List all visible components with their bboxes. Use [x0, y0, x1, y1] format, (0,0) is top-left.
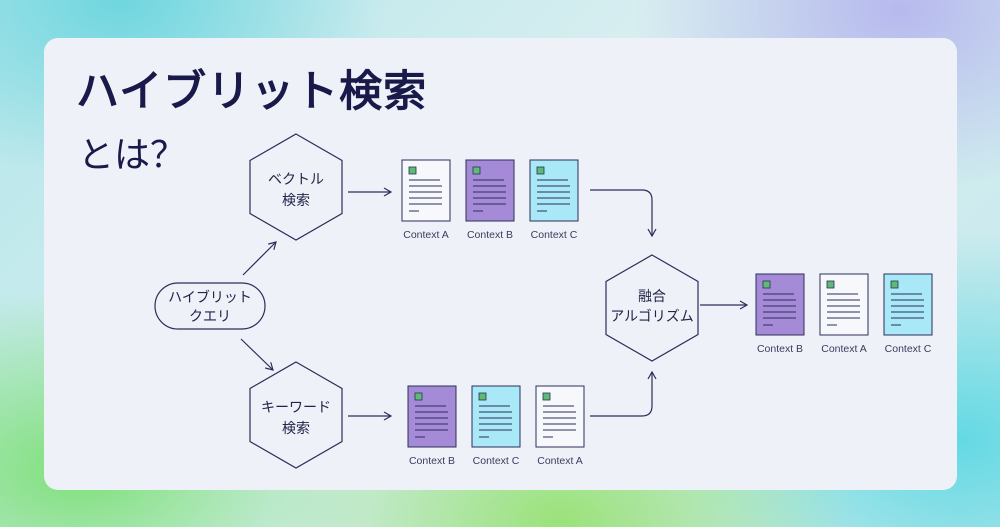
- fusion-label-line1: 融合: [638, 289, 666, 305]
- fusion-label-line2: アルゴリズム: [610, 308, 694, 325]
- fused-result-doc-label: Context A: [821, 343, 867, 355]
- doc-thumbnail-icon: [762, 280, 771, 289]
- vector-search-node: ベクトル 検索: [249, 133, 343, 241]
- fused-result-doc-2: Context A: [819, 273, 869, 355]
- keyword-result-doc-label: Context C: [473, 455, 520, 467]
- keyword-label-line1: キーワード: [261, 400, 331, 416]
- fused-result-doc-label: Context B: [757, 343, 803, 355]
- vector-result-doc-label: Context B: [467, 229, 513, 241]
- vector-result-doc-3: Context C: [529, 159, 579, 241]
- hybrid-query-node: ハイブリット クエリ: [154, 282, 266, 330]
- query-label-line2: クエリ: [189, 309, 231, 325]
- fused-results-group: Context B Context A Context C: [755, 273, 933, 355]
- page-title: ハイブリット検索: [76, 67, 428, 117]
- doc-thumbnail-icon: [472, 166, 481, 175]
- vector-result-doc-label: Context A: [403, 229, 449, 241]
- doc-thumbnail-icon: [408, 166, 417, 175]
- vector-result-doc-2: Context B: [465, 159, 515, 241]
- keyword-label-line2: 検索: [282, 420, 310, 437]
- vector-result-doc-label: Context C: [531, 229, 578, 241]
- vector-results-group: Context A Context B Context C: [401, 159, 579, 241]
- keyword-result-doc-label: Context A: [537, 455, 583, 467]
- doc-thumbnail-icon: [890, 280, 899, 289]
- doc-thumbnail-icon: [826, 280, 835, 289]
- arrow-vector-results-to-fusion: [590, 189, 657, 238]
- query-label-line1: ハイブリット: [168, 289, 252, 306]
- fused-result-doc-3: Context C: [883, 273, 933, 355]
- fused-result-doc-label: Context C: [885, 343, 932, 355]
- keyword-result-doc-2: Context C: [471, 385, 521, 467]
- arrow-keyword-results-to-fusion: [590, 370, 657, 417]
- keyword-result-doc-label: Context B: [409, 455, 455, 467]
- flow-arrows: [240, 187, 749, 421]
- doc-thumbnail-icon: [542, 392, 551, 401]
- fused-result-doc-1: Context B: [755, 273, 805, 355]
- doc-thumbnail-icon: [536, 166, 545, 175]
- doc-thumbnail-icon: [414, 392, 423, 401]
- vector-label-line1: ベクトル: [268, 172, 324, 188]
- keyword-result-doc-3: Context A: [535, 385, 585, 467]
- keyword-results-group: Context B Context C Context A: [407, 385, 585, 467]
- vector-label-line2: 検索: [282, 192, 310, 209]
- keyword-search-node: キーワード 検索: [249, 361, 343, 469]
- arrow-query-to-keyword: [240, 338, 274, 371]
- page-subtitle: とは？: [78, 135, 187, 176]
- vector-result-doc-1: Context A: [401, 159, 451, 241]
- arrow-query-to-vector: [242, 241, 277, 276]
- fusion-algorithm-node: 融合 アルゴリズム: [605, 254, 699, 362]
- doc-thumbnail-icon: [478, 392, 487, 401]
- keyword-result-doc-1: Context B: [407, 385, 457, 467]
